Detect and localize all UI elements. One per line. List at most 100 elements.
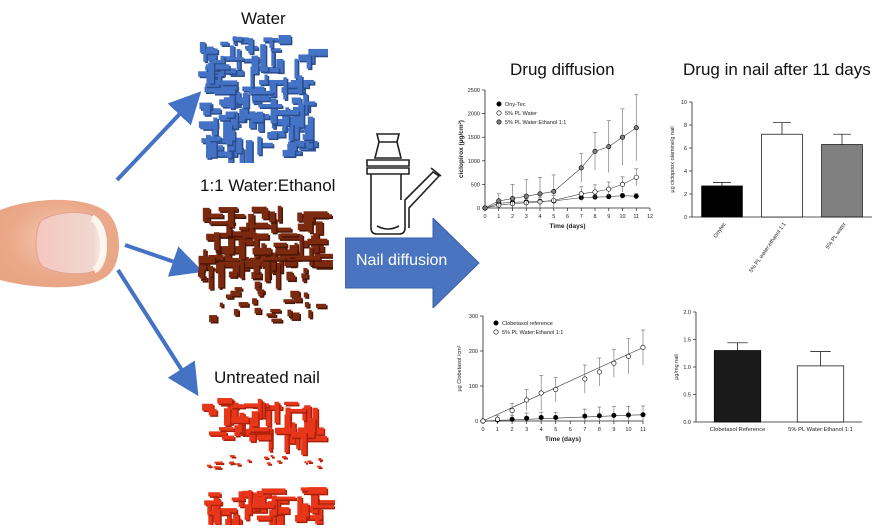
voxel (234, 287, 242, 291)
legend-marker (496, 101, 502, 107)
voxel (276, 109, 299, 115)
voxel (212, 257, 239, 262)
voxel (224, 250, 231, 264)
finger-nail-image (0, 199, 119, 288)
voxel-shadow (318, 467, 323, 470)
voxel (303, 292, 308, 298)
voxel (311, 493, 318, 514)
voxel (294, 255, 321, 261)
legend-marker (496, 110, 502, 116)
voxel (206, 464, 212, 467)
voxel (213, 117, 218, 136)
voxel (214, 509, 221, 525)
voxel (204, 213, 224, 218)
voxel (198, 256, 215, 264)
voxel (311, 504, 335, 508)
voxel (238, 241, 245, 260)
voxel (219, 461, 223, 464)
voxel-shadow (220, 462, 225, 465)
voxel (239, 148, 245, 163)
voxel (274, 427, 296, 434)
voxel (229, 455, 235, 458)
data-point (620, 134, 626, 140)
y-axis-title: ciclopirox (µg/cm²) (458, 120, 465, 178)
voxel-shadow (248, 461, 253, 464)
voxel (218, 427, 234, 431)
voxel (229, 87, 235, 109)
voxel (251, 206, 267, 213)
voxel (234, 425, 240, 436)
bar (701, 185, 743, 218)
voxel (297, 75, 303, 94)
voxel-shadow (215, 467, 220, 470)
voxel (257, 281, 261, 287)
x-tick-label: 3 (525, 427, 528, 433)
data-point (495, 416, 501, 422)
label-drug-in-nail: Drug in nail after 11 days (683, 60, 871, 79)
voxel (242, 86, 265, 92)
voxel (202, 403, 214, 411)
voxel (204, 500, 222, 505)
voxel (257, 398, 262, 419)
bar (796, 365, 845, 423)
voxel (258, 104, 282, 108)
legend-label: Ony-Tec (505, 102, 526, 108)
data-point (592, 189, 598, 195)
x-tick-label: 3 (525, 214, 528, 220)
voxel (265, 407, 271, 427)
voxel (207, 503, 211, 515)
voxel (274, 401, 280, 424)
arrow-to-untreated (116, 268, 199, 397)
voxel (282, 456, 287, 459)
voxel (227, 208, 234, 228)
voxel (298, 54, 313, 61)
voxel-shadow (271, 456, 275, 459)
voxel (284, 414, 291, 435)
voxel (207, 53, 217, 61)
voxel-shadow (230, 463, 233, 466)
voxel (228, 271, 237, 278)
voxel (252, 233, 269, 240)
voxel-shadow (217, 467, 223, 470)
legend-label: 5% PL Water:Ethanol 1:1 (505, 120, 566, 126)
voxel (235, 137, 242, 153)
x-tick-label: 11 (640, 427, 646, 433)
voxel (256, 515, 272, 521)
y-tick-label: 1000 (468, 159, 480, 165)
voxel (286, 275, 296, 281)
voxel (282, 112, 287, 132)
x-axis-title: Time (days) (545, 436, 581, 443)
voxel (211, 151, 238, 157)
data-point (524, 397, 530, 403)
data-point (582, 413, 588, 419)
voxel (304, 405, 311, 429)
voxel (251, 224, 272, 228)
voxel (308, 310, 312, 318)
bar (821, 144, 863, 218)
y-tick-label: 200 (469, 349, 478, 355)
data-point (496, 198, 502, 204)
data-point (640, 412, 646, 418)
data-point (538, 415, 544, 421)
y-tick-label: 10 (681, 100, 687, 106)
water-nail-structure (198, 35, 328, 163)
voxel (277, 460, 282, 463)
voxel-shadow (231, 456, 237, 459)
voxel (254, 237, 259, 258)
voxel (270, 48, 281, 52)
voxel (199, 270, 205, 279)
voxel (270, 455, 274, 458)
voxel (284, 260, 297, 267)
voxel (291, 97, 302, 104)
y-tick-label: 8 (684, 123, 687, 129)
data-point (625, 353, 631, 359)
voxel (244, 403, 269, 408)
voxel (293, 296, 302, 302)
voxel (301, 431, 307, 455)
voxel (211, 60, 225, 64)
x-tick-label: 4 (540, 427, 543, 433)
voxel (217, 73, 222, 95)
series-line (484, 177, 637, 209)
voxel (269, 38, 273, 48)
voxel (230, 404, 245, 408)
